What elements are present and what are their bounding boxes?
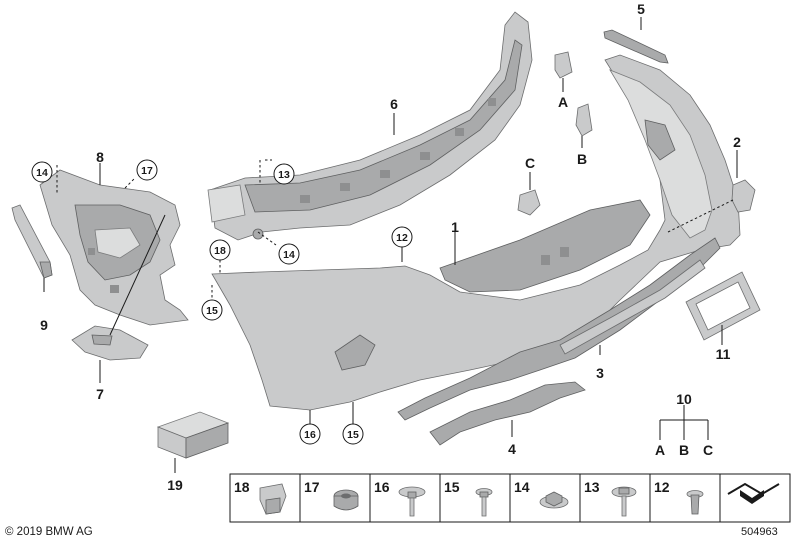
legend-label-12: 12 xyxy=(654,479,670,495)
callout-9: 9 xyxy=(40,317,48,333)
callout-14-center: 14 xyxy=(283,249,295,261)
legend-label-13: 13 xyxy=(584,479,600,495)
legend-label-16: 16 xyxy=(374,479,390,495)
callout-15-left: 15 xyxy=(206,305,218,317)
callout-3: 3 xyxy=(596,365,604,381)
callout-16: 16 xyxy=(304,429,316,441)
callout-5: 5 xyxy=(637,1,645,17)
callout-8: 8 xyxy=(96,149,104,165)
side-strip[interactable] xyxy=(11,204,53,279)
circled-callouts: 14 17 13 14 18 15 12 16 15 xyxy=(31,159,413,445)
bracket-symbol-icon xyxy=(727,482,780,504)
callout-a-upper: A xyxy=(558,94,568,110)
callout-17: 17 xyxy=(141,165,153,177)
figure-number: 504963 xyxy=(741,526,778,538)
part-box[interactable] xyxy=(156,411,230,459)
side-bracket-left[interactable] xyxy=(39,169,189,326)
callout-2: 2 xyxy=(733,134,741,150)
callout-c-lower: C xyxy=(703,442,713,458)
screw-icon xyxy=(475,488,493,517)
callout-11: 11 xyxy=(716,346,731,362)
callout-14-left: 14 xyxy=(36,167,48,179)
callout-6: 6 xyxy=(390,96,398,112)
legend-label-15: 15 xyxy=(444,479,460,495)
legend-label-17: 17 xyxy=(304,479,320,495)
callout-c-upper: C xyxy=(525,155,535,171)
callout-b-upper: B xyxy=(577,151,587,167)
fastener-legend: 18 17 16 15 14 13 12 xyxy=(229,473,791,523)
callout-4: 4 xyxy=(508,441,516,457)
bumper-carrier-beam[interactable] xyxy=(207,11,533,241)
callout-7: 7 xyxy=(96,386,104,402)
callout-10: 10 xyxy=(676,391,692,407)
copyright-text: © 2019 BMW AG xyxy=(5,526,93,538)
small-cap[interactable] xyxy=(731,179,756,213)
expanding-rivet-icon xyxy=(686,490,704,515)
bracket-a[interactable] xyxy=(554,51,573,79)
callout-19: 19 xyxy=(167,477,183,493)
callout-b-lower: B xyxy=(679,442,689,458)
nut-washer-icon xyxy=(539,491,569,509)
callout-13: 13 xyxy=(278,169,290,181)
reflector[interactable] xyxy=(71,325,149,361)
bumper-trim-panel[interactable] xyxy=(211,54,741,411)
screw-washer-icon xyxy=(398,486,426,517)
upper-strip[interactable] xyxy=(603,29,669,64)
legend-label-18: 18 xyxy=(234,479,250,495)
lower-trim-strip[interactable] xyxy=(429,381,586,446)
plate-frame[interactable] xyxy=(685,271,761,341)
callout-1: 1 xyxy=(451,219,459,235)
callout-a-lower: A xyxy=(655,442,665,458)
flange-screw-icon xyxy=(611,486,637,517)
grommet-icon xyxy=(333,489,359,511)
callout-labels: 5 2 6 8 1 3 4 9 7 11 10 19 A B C A B C xyxy=(40,1,741,493)
clip-nut-icon xyxy=(259,483,287,515)
callout-18: 18 xyxy=(214,245,226,257)
legend-label-14: 14 xyxy=(514,479,530,495)
bracket-c[interactable] xyxy=(517,189,541,216)
callout-12: 12 xyxy=(396,232,408,244)
bracket-b[interactable] xyxy=(575,103,593,137)
diffuser[interactable] xyxy=(397,237,721,421)
callout-15-right: 15 xyxy=(347,429,359,441)
